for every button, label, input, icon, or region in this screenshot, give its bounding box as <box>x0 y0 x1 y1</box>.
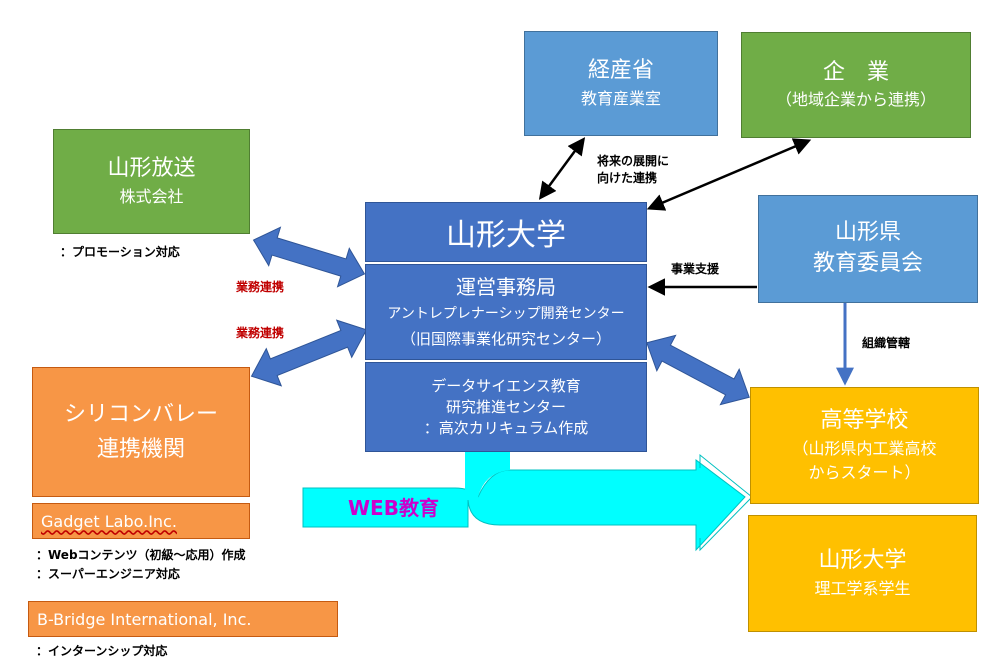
silicon-line1: シリコンバレー <box>63 401 218 427</box>
datascience-box: データサイエンス教育 研究推進センター ：高次カリキュラム作成 <box>365 362 647 452</box>
meti-box: 経産省 教育産業室 <box>524 31 718 136</box>
students-line2: 理工学系学生 <box>814 578 911 598</box>
note-future-2: 向けた連携 <box>597 171 658 185</box>
office-box: 運営事務局 アントレプレナーシップ開発センター （旧国際事業化研究センター） <box>365 264 647 360</box>
silicon-box: シリコンバレー 連携機関 <box>32 367 250 497</box>
arrow-kigyo-univ <box>646 138 812 211</box>
pref-box: 山形県 教育委員会 <box>758 195 978 303</box>
datascience-line1: データサイエンス教育 <box>431 376 581 395</box>
datascience-line2: 研究推進センター <box>445 397 566 416</box>
bbridge-box: B-Bridge International, Inc. <box>28 601 338 637</box>
web-education-curve <box>465 452 510 497</box>
kigyo-box: 企 業 （地域企業から連携） <box>741 32 971 138</box>
datascience-line3: ：高次カリキュラム作成 <box>423 418 589 437</box>
yamagata-univ-title: 山形大学 <box>446 218 566 253</box>
note-promotion: ：プロモーション対応 <box>60 245 180 259</box>
pref-line1: 山形県 <box>834 220 901 246</box>
note-web-content-2: ：スーパーエンジニア対応 <box>36 567 180 581</box>
silicon-line2: 連携機関 <box>96 437 185 462</box>
highschool-line3: からスタート） <box>808 462 921 482</box>
ybc-line2: 株式会社 <box>119 186 184 206</box>
office-line1: 運営事務局 <box>456 275 556 300</box>
arrow-meti-univ <box>538 137 586 200</box>
yamagata-univ-box: 山形大学 <box>365 202 647 262</box>
ybc-line1: 山形放送 <box>107 156 196 182</box>
web-education-label: WEB教育 <box>348 496 439 520</box>
block-arrow-ybc-univ <box>252 226 366 288</box>
highschool-box: 高等学校 （山形県内工業高校 からスタート） <box>750 387 979 504</box>
ybc-box: 山形放送 株式会社 <box>53 129 250 234</box>
note-web-content-1: ：Webコンテンツ（初級～応用）作成 <box>36 548 246 562</box>
gadget-box: Gadget Labo.Inc. <box>32 503 250 539</box>
pref-line2: 教育委員会 <box>812 251 923 276</box>
note-biz-support: 事業支援 <box>671 262 720 276</box>
highschool-line1: 高等学校 <box>820 408 909 434</box>
block-arrow-univ-highschool <box>646 334 750 406</box>
office-line2: アントレプレナーシップ開発センター <box>387 306 625 323</box>
office-line3: （旧国際事業化研究センター） <box>400 330 611 349</box>
note-soshiki: 組織管轄 <box>862 336 911 350</box>
kigyo-line2: （地域企業から連携） <box>775 90 936 110</box>
meti-line2: 教育産業室 <box>580 88 661 108</box>
meti-line1: 経産省 <box>587 58 654 84</box>
gadget-label: Gadget Labo.Inc. <box>41 511 177 531</box>
bbridge-label: B-Bridge International, Inc. <box>37 609 252 629</box>
note-gyomu-1: 業務連携 <box>236 280 285 294</box>
highschool-line2: （山形県内工業高校 <box>792 438 937 458</box>
students-line1: 山形大学 <box>818 548 907 574</box>
note-future-1: 将来の展開に <box>597 154 670 168</box>
kigyo-line1: 企 業 <box>822 59 889 85</box>
note-intern: ：インターンシップ対応 <box>36 644 168 658</box>
students-box: 山形大学 理工学系学生 <box>748 515 977 632</box>
note-gyomu-2: 業務連携 <box>236 326 285 340</box>
